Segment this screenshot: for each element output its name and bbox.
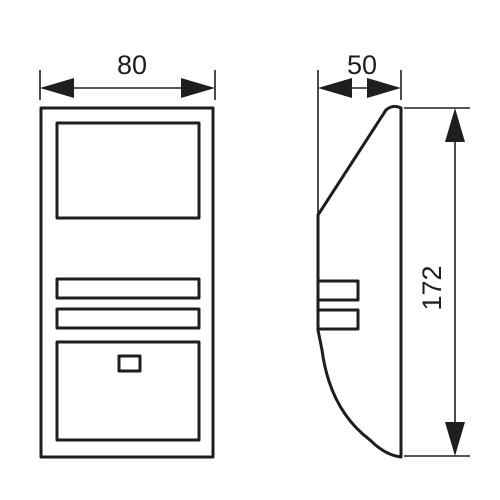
- height-label: 172: [417, 265, 447, 310]
- housing-side-profile: [316, 104, 403, 459]
- height-arrow-top: [445, 108, 465, 142]
- motion-sensor: [117, 354, 142, 373]
- height-arrow-bottom: [445, 422, 465, 456]
- side-view: 50 172: [316, 50, 470, 459]
- side-depth-label: 50: [347, 50, 377, 80]
- solar-panel: [55, 121, 201, 220]
- front-width-arrow-right: [181, 78, 215, 98]
- side-depth-arrow-left: [318, 78, 352, 98]
- side-depth-arrow-right: [367, 78, 401, 98]
- side-vent-slot-lower: [316, 308, 360, 331]
- housing-outline: [39, 106, 215, 459]
- front-view: 80: [39, 50, 216, 459]
- front-width-arrow-left: [40, 78, 74, 98]
- lamp-panel: [55, 340, 201, 442]
- vent-slot-upper: [55, 277, 201, 300]
- side-vent-slot-upper: [316, 279, 360, 302]
- front-width-label: 80: [117, 50, 147, 80]
- vent-slot-lower: [55, 307, 201, 330]
